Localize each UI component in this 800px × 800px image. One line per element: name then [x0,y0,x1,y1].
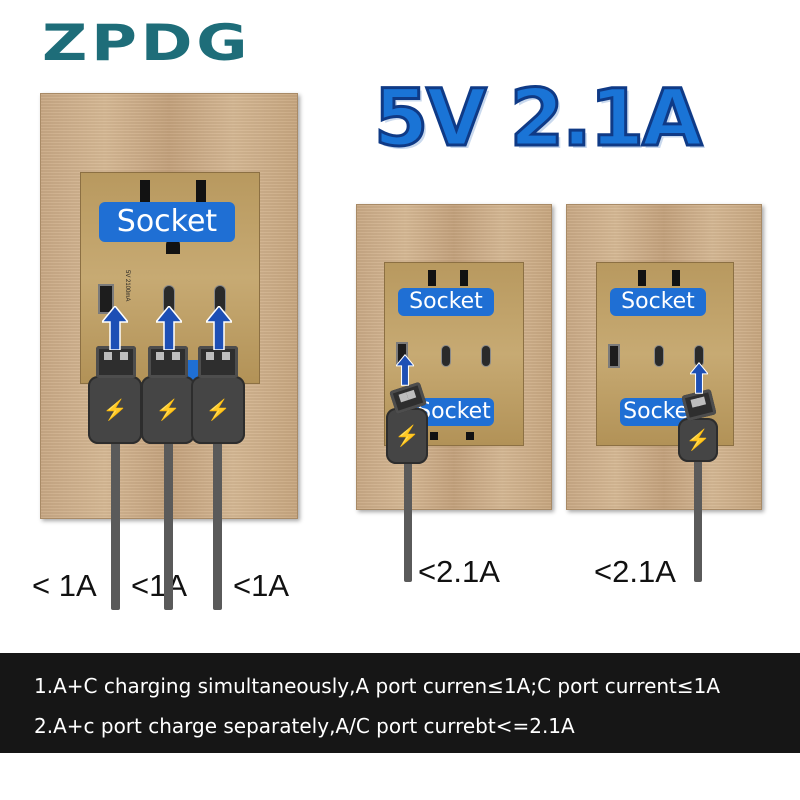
arrow-up-icon [206,306,232,350]
outlet-slot [430,432,438,440]
charger-plug: ⚡ [141,376,195,444]
usb-c-port-icon [654,345,664,367]
charger-plug: ⚡ [88,376,142,444]
lightning-bolt-icon: ⚡ [155,399,181,422]
cable [111,440,120,610]
footer-note-2: 2.A+c port charge separately,A/C port cu… [34,714,575,738]
cable [164,440,173,610]
outlet-slot [196,180,206,202]
usb-a-port-icon [98,284,114,314]
current-label-left-3: <1A [233,568,290,603]
outlet-slot [638,270,646,286]
current-label-left-2: <1A [131,568,188,603]
cable [694,446,702,582]
lightning-bolt-icon: ⚡ [205,399,231,422]
arrow-up-icon [156,306,182,350]
usb-c-port-icon [441,345,451,367]
outlet-slot [428,270,436,286]
usb-c-port-icon [481,345,491,367]
current-label-left-1: < 1A [32,568,97,603]
usb-a-port-icon [608,344,620,368]
brand-logo: ZPDG [42,14,252,72]
voltage-current-headline: 5V 2.1A [372,73,703,166]
usb-connector-head [198,346,238,378]
usb-connector-head [148,346,188,378]
current-label-right: <2.1A [594,554,676,589]
arrow-up-icon [102,306,128,350]
lightning-bolt-icon: ⚡ [685,429,711,452]
cable [213,440,222,610]
outlet-ground-hole [166,238,180,254]
charger-plug: ⚡ [678,418,718,462]
footer-note-1: 1.A+C charging simultaneously,A port cur… [34,674,721,698]
cable [404,456,412,582]
outlet-slot [672,270,680,286]
lightning-bolt-icon: ⚡ [102,399,128,422]
socket-label-left: Socket [99,202,235,242]
current-label-middle: <2.1A [418,554,500,589]
socket-label-right: Socket [610,288,706,316]
usb-connector-head [96,346,136,378]
outlet-slot [140,180,150,202]
charger-plug: ⚡ [191,376,245,444]
footer-notes-panel [0,653,800,753]
arrow-up-icon [690,362,708,394]
outlet-slot [466,432,474,440]
charger-plug: ⚡ [386,408,428,464]
port-spec-text: 5V 2100mA [124,270,130,302]
outlet-slot [460,270,468,286]
arrow-up-icon [396,354,414,386]
socket-label-middle: Socket [398,288,494,316]
lightning-bolt-icon: ⚡ [394,425,420,448]
